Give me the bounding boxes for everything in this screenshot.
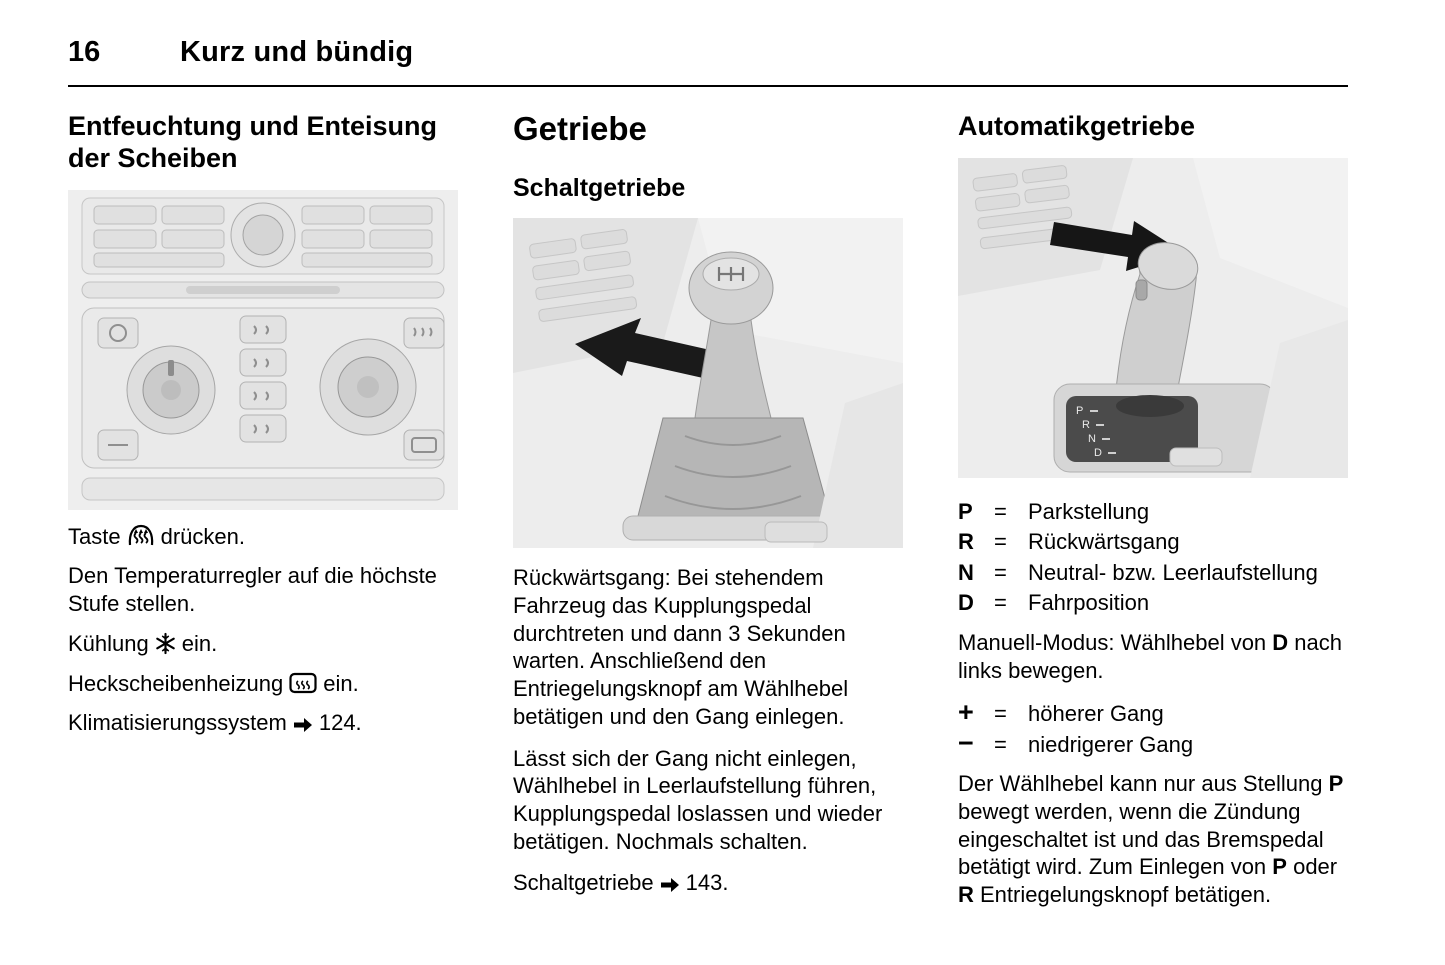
section-heading-automatik: Automatikgetriebe <box>958 111 1196 141</box>
chapter-title: Kurz und bündig <box>180 36 414 68</box>
paragraph-shift-lock: Der Wählhebel kann nur aus Stellung P be… <box>958 770 1348 909</box>
page-reference-arrow-icon <box>659 876 681 894</box>
text-run: Kühlung <box>68 630 149 656</box>
figure-climate-control-panel <box>68 189 458 510</box>
text-run: ein. <box>181 630 218 656</box>
figure-automatic-selector: P R N D <box>958 157 1348 478</box>
gate-letter: P <box>1076 405 1083 417</box>
gear-description: niedrigerer Gang <box>1028 731 1194 757</box>
paragraph-gear-not-engaging: Lässt sich der Gang nicht einlegen, Wähl… <box>513 745 883 854</box>
page-header: 16 Kurz und bündig <box>68 0 1348 69</box>
text-run: Entriegelungsknopf betätigen. <box>973 882 1272 908</box>
automatic-selector-illustration: P R N D <box>958 157 1348 478</box>
page-reference-number: 124. <box>318 710 362 736</box>
text-run: bewegt werden, wenn die Zündung eingesch… <box>958 799 1324 880</box>
snowflake-icon <box>154 632 177 655</box>
minus-symbol: − <box>958 727 974 758</box>
paragraph-temperature: Den Temperaturregler auf die höchste Stu… <box>68 563 437 617</box>
gear-description: höherer Gang <box>1028 701 1164 727</box>
legend-row-r: R = Rückwärtsgang <box>958 528 1348 556</box>
equals-sign: = <box>994 529 1007 555</box>
legend-row-d: D = Fahrposition <box>958 589 1348 617</box>
column-defrost: Entfeuchtung und Enteisung der Scheiben <box>68 111 458 909</box>
column-getriebe: Getriebe Schaltgetriebe <box>513 110 903 909</box>
gear-description: Parkstellung <box>1028 498 1150 524</box>
three-column-layout: Entfeuchtung und Enteisung der Scheiben <box>68 110 1348 909</box>
gear-description: Neutral- bzw. Leerlaufstellung <box>1028 559 1318 585</box>
equals-sign: = <box>994 590 1007 616</box>
paragraph-taste: Taste drücken. <box>68 522 458 551</box>
page-reference-arrow-icon <box>292 716 314 734</box>
text-run: Der Wählhebel kann nur aus Stellung <box>958 771 1329 797</box>
windshield-defrost-icon <box>126 522 156 548</box>
paragraph-rear-heating: Heckscheibenheizung ein. <box>68 670 458 698</box>
paragraph-climate-ref: Klimatisierungssystem 124. <box>68 709 458 737</box>
gear-boot <box>636 417 832 521</box>
manual-gearshift-illustration <box>513 218 903 549</box>
text-run: drücken. <box>160 523 245 549</box>
text-run: Taste <box>68 523 121 549</box>
bold-gear-letter: R <box>958 882 974 908</box>
gear-lever <box>688 251 774 419</box>
text-run: Heckscheibenheizung <box>68 670 284 696</box>
bold-gear-letter: P <box>1272 854 1287 880</box>
column-automatik: Automatikgetriebe <box>958 111 1348 909</box>
gear-letter: P <box>958 498 973 524</box>
gate-letter: R <box>1082 419 1090 431</box>
gear-letter: N <box>958 559 974 585</box>
figure-manual-gearshift <box>513 218 903 549</box>
section-heading-defrost: Entfeuchtung und Enteisung der Scheiben <box>68 111 437 173</box>
text-run: ein. <box>323 670 359 696</box>
paragraph-reverse-gear: Rückwärtsgang: Bei stehendem Fahrzeug da… <box>513 565 849 729</box>
header-rule <box>68 85 1348 87</box>
text-run: Schaltgetriebe <box>513 870 654 896</box>
gear-letter: R <box>958 529 974 555</box>
legend-row-plus: + = höherer Gang <box>958 697 1348 728</box>
selector-lever <box>1115 242 1199 399</box>
gear-description: Fahrposition <box>1028 590 1150 616</box>
gate-letter: N <box>1088 433 1096 445</box>
equals-sign: = <box>994 498 1007 524</box>
rear-window-heating-icon <box>288 671 318 695</box>
gear-position-legend: P = Parkstellung R = Rückwärtsgang N = N… <box>958 498 1348 617</box>
gear-letter: D <box>958 590 974 616</box>
chapter-heading-getriebe: Getriebe <box>513 110 647 147</box>
climate-panel-illustration <box>68 189 458 510</box>
left-temperature-knob <box>126 345 216 435</box>
paragraph-cooling: Kühlung ein. <box>68 630 458 658</box>
bold-gear-letter: D <box>1272 629 1289 655</box>
legend-row-minus: − = niedrigerer Gang <box>958 727 1348 759</box>
equals-sign: = <box>994 731 1007 757</box>
plus-symbol: + <box>958 697 974 728</box>
text-run: oder <box>1286 854 1338 880</box>
selector-gate: P R N D <box>1053 383 1277 473</box>
gear-description: Rückwärtsgang <box>1028 529 1180 555</box>
center-button-stack <box>97 315 445 461</box>
section-heading-schaltgetriebe: Schaltgetriebe <box>513 174 686 203</box>
page-number: 16 <box>68 36 101 68</box>
manual-mode-legend: + = höherer Gang − = niedrigerer Gang <box>958 697 1348 759</box>
text-run: Klimatisierungssystem <box>68 710 287 736</box>
right-fan-knob <box>319 338 417 436</box>
direction-arrow <box>575 318 719 381</box>
equals-sign: = <box>994 701 1007 727</box>
gate-letter: D <box>1094 447 1102 459</box>
equals-sign: = <box>994 559 1007 585</box>
legend-row-p: P = Parkstellung <box>958 498 1348 526</box>
page-reference-number: 143. <box>685 870 729 896</box>
paragraph-schaltgetriebe-ref: Schaltgetriebe 143. <box>513 869 903 897</box>
bold-gear-letter: P <box>1328 771 1344 797</box>
legend-row-n: N = Neutral- bzw. Leerlaufstellung <box>958 559 1348 587</box>
paragraph-manuell-modus: Manuell-Modus: Wählhebel von D nach link… <box>958 629 1348 684</box>
text-run: Manuell-Modus: Wählhebel von <box>958 629 1273 655</box>
text-run: nach links bewegen. <box>958 629 1342 683</box>
